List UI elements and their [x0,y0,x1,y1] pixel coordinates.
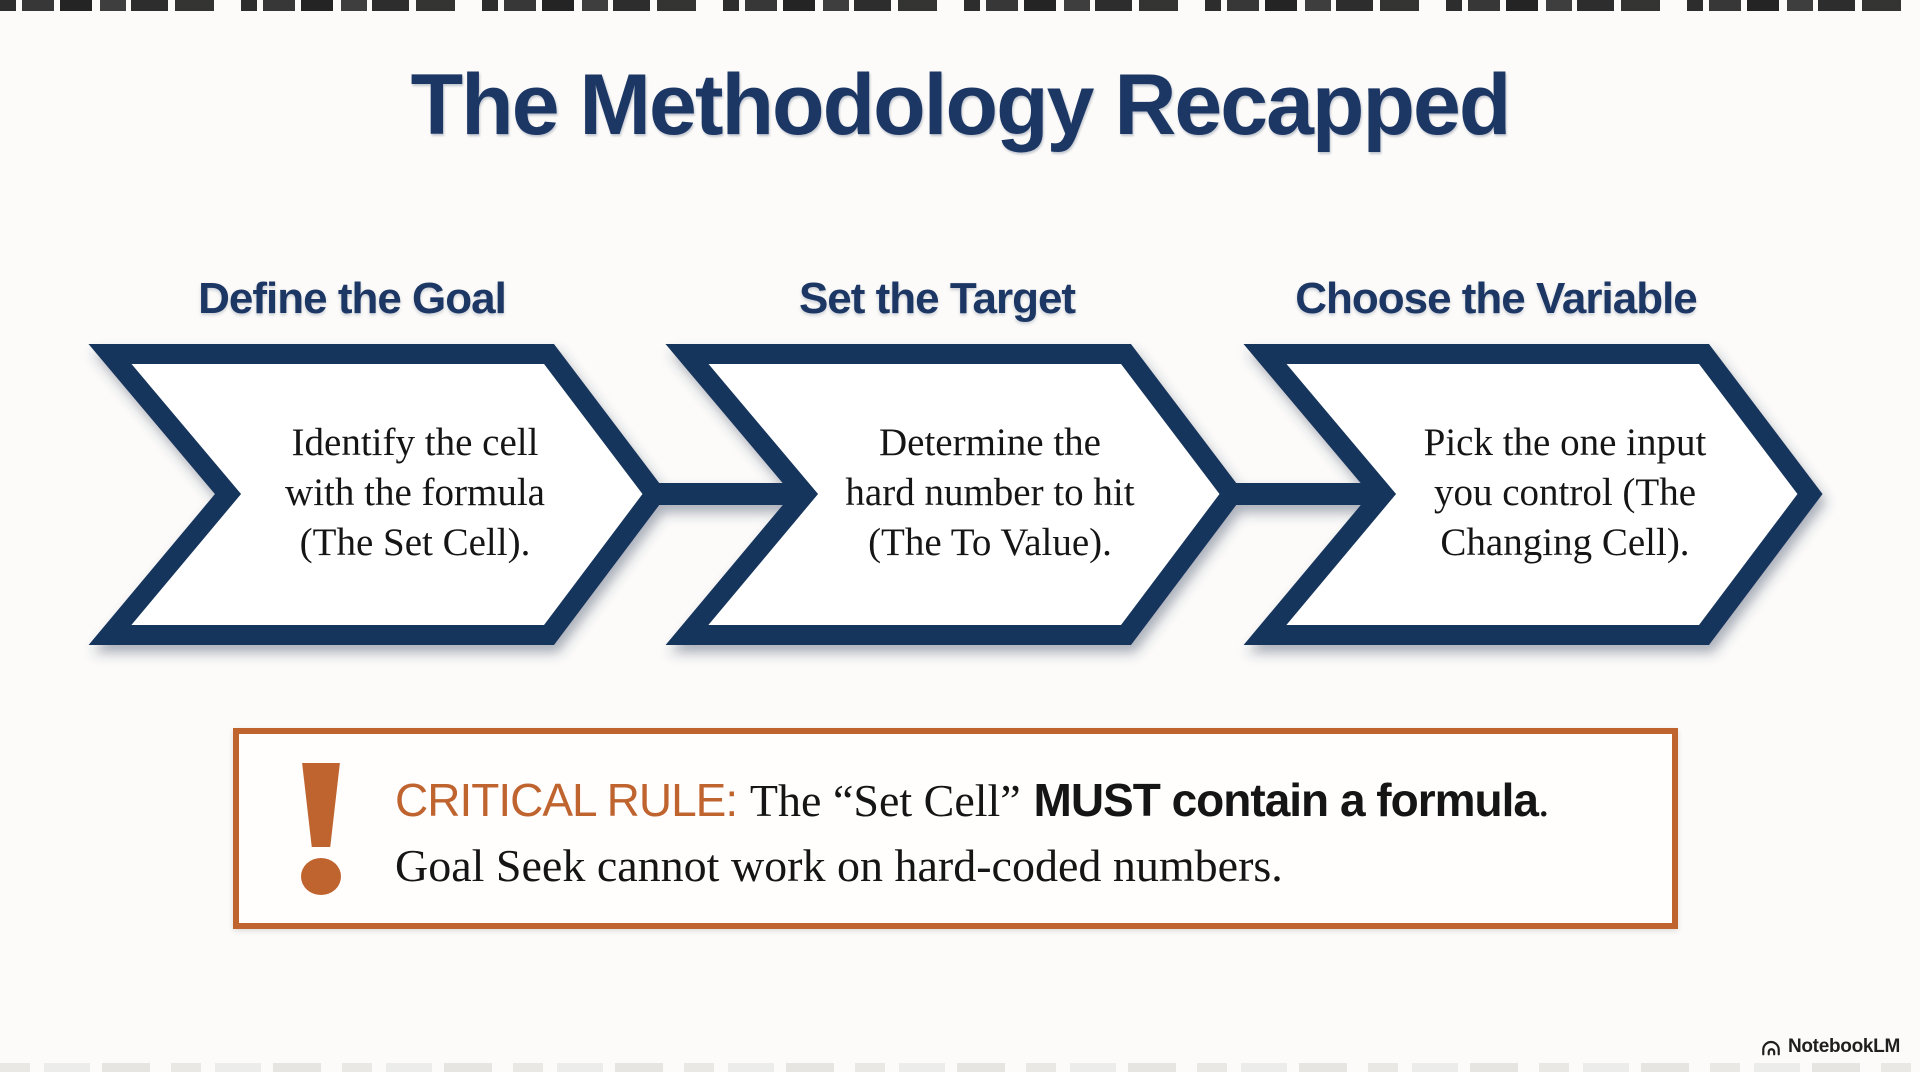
exclamation-dot [301,858,341,895]
step-body-2: Determine the hard number to hit (The To… [845,421,1135,564]
critical-rule-box: CRITICAL RULE: The “Set Cell” MUST conta… [233,728,1678,929]
critical-rule-serif-part: The “Set Cell” [749,775,1021,826]
top-crop-artifact [0,0,1920,11]
critical-rule-label: CRITICAL RULE: [395,774,738,826]
critical-rule-line-2: Goal Seek cannot work on hard-coded numb… [395,840,1283,891]
page-title: The Methodology Recapped [410,57,1512,153]
step-heading-3: Choose the Variable [1295,274,1698,323]
notebooklm-brand: NotebookLM [1760,1036,1900,1058]
critical-rule-period: . [1537,775,1550,826]
critical-rule-text: CRITICAL RULE: The “Set Cell” MUST conta… [395,768,1655,898]
step-body-1: Identify the cell with the formula (The … [285,421,545,564]
notebooklm-label: NotebookLM [1787,1036,1900,1057]
step-body-3: Pick the one input you control (The Chan… [1423,421,1707,564]
notebooklm-icon [1762,1040,1780,1056]
step-heading-2: Set the Target [798,274,1076,323]
critical-rule-line-1: CRITICAL RULE: The “Set Cell” MUST conta… [395,768,1655,833]
step-heading-1: Define the Goal [198,274,507,323]
exclamation-bar [302,763,340,847]
critical-rule-bold-part: MUST contain a formula [1033,774,1539,826]
bottom-crop-artifact [0,1063,1920,1072]
